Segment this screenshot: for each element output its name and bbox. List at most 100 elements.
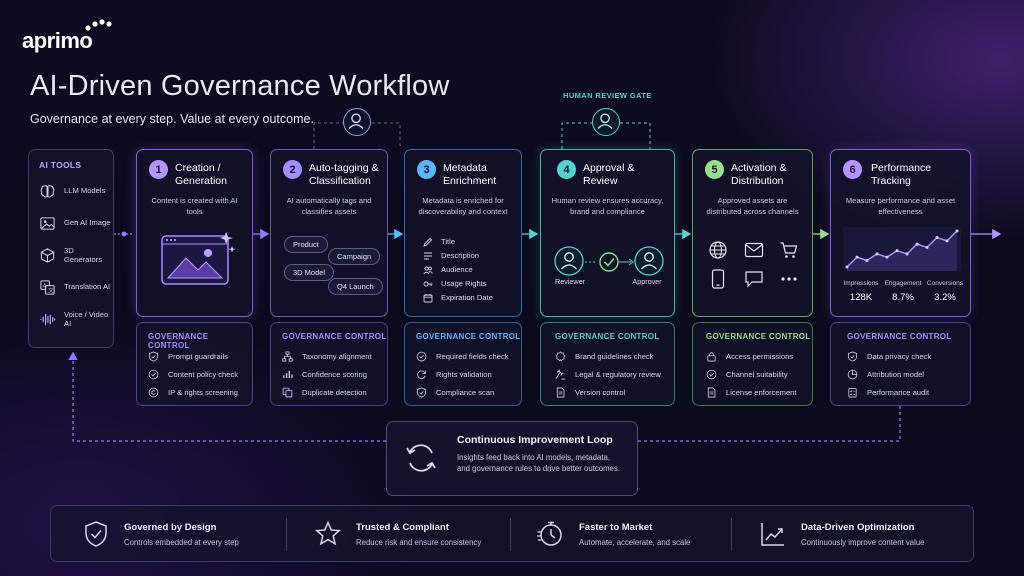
brain-icon	[40, 184, 55, 198]
metadata-field-description: Description	[423, 249, 479, 262]
metric-value: 128K	[849, 292, 873, 303]
ai-tool-llm[interactable]: LLM Models	[39, 176, 111, 206]
ai-tools-panel: AI TOOLS LLM Models Gen AI Image 3D Gene…	[28, 149, 114, 348]
governance-card-6: GOVERNANCE CONTROL Data privacy check At…	[830, 322, 971, 406]
benefit-description: Controls embedded at every step	[124, 538, 239, 547]
pencil-icon	[423, 237, 433, 247]
stage-number: 1	[149, 160, 168, 179]
ai-tool-label: LLM Models	[64, 186, 106, 196]
governance-card-2: GOVERNANCE CONTROL Taxonomy alignment Co…	[270, 322, 388, 406]
governance-heading: GOVERNANCE CONTROL	[847, 332, 952, 341]
logo-dots-icon	[85, 19, 112, 31]
trend-point	[955, 229, 959, 233]
copy-icon	[282, 387, 293, 397]
check-circle-icon	[148, 369, 159, 379]
governance-item: Attribution model	[847, 367, 924, 381]
governance-card-5: GOVERNANCE CONTROL Access permissions Ch…	[692, 322, 813, 406]
metadata-field-title: Title	[423, 235, 455, 248]
shield-check-icon	[85, 521, 107, 547]
metric-label: Impressions	[843, 280, 879, 287]
benefit-trusted-compliant: Trusted & Compliant Reduce risk and ensu…	[283, 506, 515, 563]
governance-item: Content policy check	[148, 367, 238, 381]
ai-tool-3d[interactable]: 3D Generators	[39, 240, 111, 270]
stage-number: 4	[557, 160, 576, 179]
page-subtitle: Governance at every step. Value at every…	[30, 112, 314, 126]
benefit-divider	[731, 518, 732, 551]
svg-text:A: A	[43, 283, 47, 289]
governance-heading: GOVERNANCE CONTROL	[706, 332, 811, 341]
stage-title: Activation & Distribution	[731, 162, 787, 188]
stage-card-auto-tagging[interactable]: 2 Auto-tagging & Classification AI autom…	[270, 149, 388, 317]
governance-item: Taxonomy alignment	[282, 349, 372, 363]
key-icon	[423, 281, 433, 286]
governance-item: Access permissions	[706, 349, 793, 363]
benefit-description: Reduce risk and ensure consistency	[356, 538, 482, 547]
stage-card-metadata[interactable]: 3 Metadata Enrichment Metadata is enrich…	[404, 149, 522, 317]
badge-icon	[555, 350, 566, 361]
stage-card-performance[interactable]: 6 Performance Tracking Measure performan…	[830, 149, 971, 317]
trend-point	[945, 239, 949, 243]
hierarchy-icon	[282, 351, 293, 361]
image-icon	[40, 216, 55, 230]
governance-card-4: GOVERNANCE CONTROL Brand guidelines chec…	[540, 322, 675, 406]
lock-icon	[707, 351, 716, 361]
approver-label: Approver	[632, 277, 662, 286]
tag-chip-product: Product	[284, 236, 328, 253]
metadata-field-audience: Audience	[423, 263, 473, 276]
stage-card-activation[interactable]: 5 Activation & Distribution Approved ass…	[692, 149, 813, 317]
tag-chip-campaign: Campaign	[328, 248, 381, 265]
governance-item: Version control	[555, 385, 625, 399]
trend-area	[847, 231, 957, 271]
stage-title: Creation / Generation	[175, 162, 227, 188]
loop-description: Insights feed back into AI models, metad…	[457, 453, 620, 474]
governance-heading: GOVERNANCE CONTROL	[416, 332, 521, 341]
metric-conversions: Conversions 3.2%	[923, 280, 967, 303]
trend-point	[915, 242, 919, 246]
trend-point	[905, 252, 909, 256]
checklist-icon	[848, 387, 857, 397]
person-icon	[348, 113, 364, 129]
benefit-divider	[286, 518, 287, 551]
metric-label: Engagement	[884, 280, 922, 287]
check-circle-icon	[706, 369, 717, 379]
shield-check-icon	[148, 350, 159, 362]
waveform-icon	[40, 313, 56, 325]
ai-tools-heading: AI TOOLS	[39, 160, 82, 170]
stage-card-approval[interactable]: 4 Approval & Review Human review ensures…	[540, 149, 675, 317]
stage-title: Metadata Enrichment	[443, 162, 497, 188]
ai-tool-voice-video[interactable]: Voice / Video AI	[39, 304, 111, 334]
governance-item: Confidence scoring	[282, 367, 367, 381]
governance-heading: GOVERNANCE CONTROL	[555, 332, 660, 341]
stage-number: 2	[283, 160, 302, 179]
governance-item: Data privacy check	[847, 349, 931, 363]
stage-card-creation[interactable]: 1 Creation / Generation Content is creat…	[136, 149, 253, 317]
performance-trend-chart	[843, 227, 961, 271]
lines-icon	[424, 252, 432, 259]
trend-point	[875, 252, 879, 256]
governance-item: Compliance scan	[416, 385, 494, 399]
trend-point	[855, 255, 859, 259]
reviewer-label: Reviewer	[555, 277, 585, 286]
governance-item: License enforcement	[706, 385, 797, 399]
ai-tool-gen-image[interactable]: Gen AI Image	[39, 208, 111, 238]
stage-description: Content is created with AI tools	[151, 196, 238, 216]
stage-title: Approval & Review	[583, 162, 635, 188]
cube-icon	[40, 247, 55, 263]
metric-value: 8.7%	[892, 292, 914, 303]
shopping-cart-icon	[780, 242, 798, 258]
aprimo-logo[interactable]: aprimo	[22, 18, 132, 54]
governance-item: Prompt guardrails	[148, 349, 228, 363]
human-review-bracket-4	[561, 122, 651, 149]
shield-check-icon	[416, 386, 427, 398]
email-icon	[744, 242, 764, 258]
reviewer-avatar-top-2	[343, 108, 371, 136]
connector-dot	[121, 231, 127, 237]
stage-description: Measure performance and asset effectiven…	[845, 196, 956, 216]
shield-check-icon	[847, 350, 858, 362]
stage-description: Metadata is enriched for discoverability…	[418, 196, 508, 216]
metric-impressions: Impressions 128K	[839, 280, 883, 303]
benefit-title: Trusted & Compliant	[356, 522, 449, 533]
trend-line	[846, 230, 958, 268]
logo-text: aprimo	[22, 28, 93, 53]
